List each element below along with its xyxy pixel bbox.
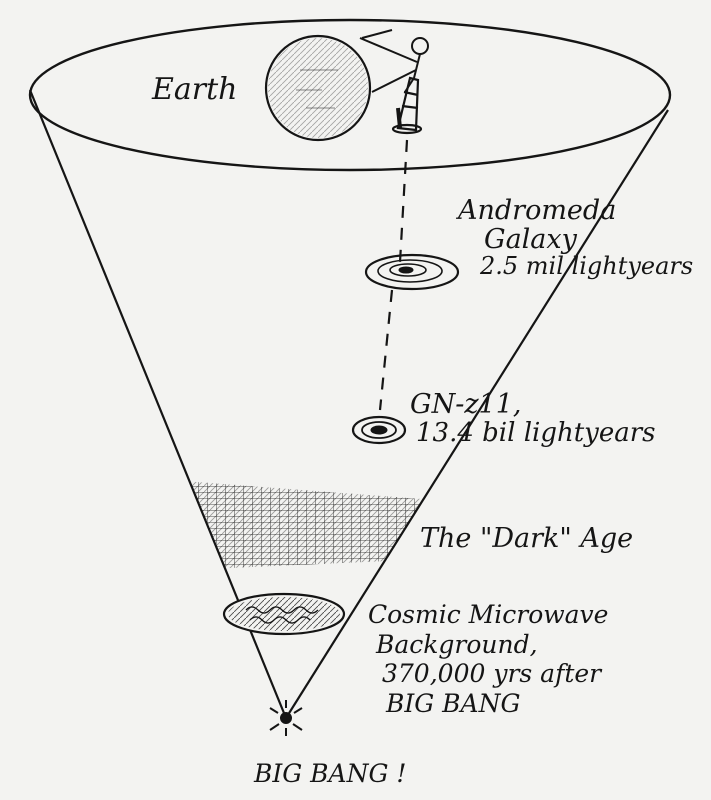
dark-age-band	[170, 480, 435, 570]
cmb-disc	[222, 592, 346, 636]
andromeda-label-line-1: Andromeda	[458, 195, 617, 226]
gnz11-label-line-1: GN-z11,	[410, 389, 522, 420]
telescope	[391, 76, 423, 135]
dark-age-label: The "Dark" Age	[420, 523, 634, 554]
andromeda-label-line-2: Galaxy	[484, 224, 577, 256]
andromeda-label: Andromeda Galaxy 2.5 mil lightyears	[458, 196, 693, 280]
cmb-label: Cosmic Microwave Background, 370,000 yrs…	[368, 600, 608, 718]
earth-label: Earth	[152, 72, 238, 107]
cone-right-side	[285, 109, 669, 719]
cmb-label-line-3: 370,000 yrs after	[382, 659, 602, 688]
big-bang-point	[269, 700, 303, 736]
observer-figure	[359, 29, 429, 93]
line-of-sight-lower	[378, 289, 394, 411]
big-bang-label: BIG BANG !	[254, 759, 407, 788]
gnz11-label-line-2: 13.4 bil lightyears	[416, 418, 656, 449]
gnz11-label: GN-z11, 13.4 bil lightyears	[410, 390, 656, 447]
gnz11-galaxy	[351, 415, 407, 445]
cone-rim	[28, 18, 672, 172]
cmb-label-line-2: Background,	[376, 629, 538, 659]
andromeda-galaxy	[364, 253, 460, 291]
cmb-label-line-4: BIG BANG	[386, 688, 521, 718]
line-of-sight-upper	[398, 139, 409, 263]
andromeda-label-line-3: 2.5 mil lightyears	[480, 252, 694, 281]
cmb-label-line-1: Cosmic Microwave	[368, 600, 609, 629]
